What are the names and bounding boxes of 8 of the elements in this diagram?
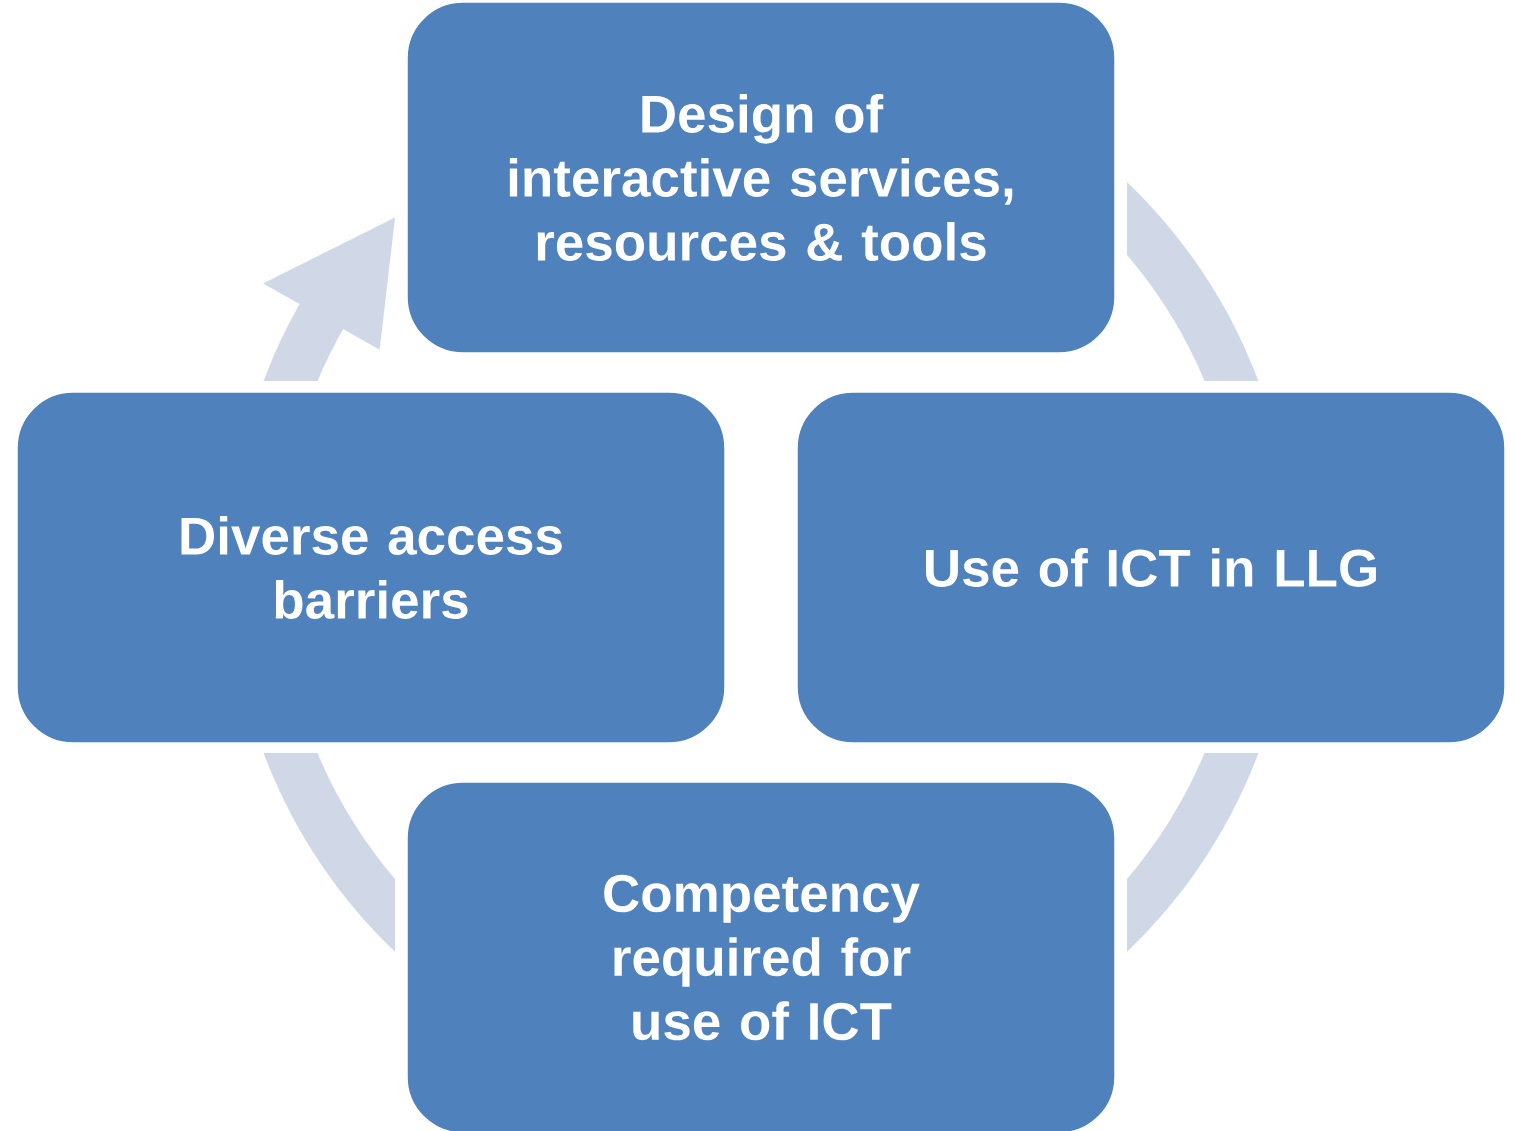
arrow: [263, 217, 396, 382]
process-box: Diverse access barriers: [16, 391, 726, 744]
arrow: [1126, 182, 1259, 382]
process-box: Use of ICT in LLG: [796, 391, 1506, 744]
arrow: [1126, 752, 1259, 952]
arrow: [263, 752, 396, 952]
process-box: Design of interactive services, resources & tools: [406, 1, 1116, 354]
process-box: Competency required for use of ICT: [406, 781, 1116, 1131]
